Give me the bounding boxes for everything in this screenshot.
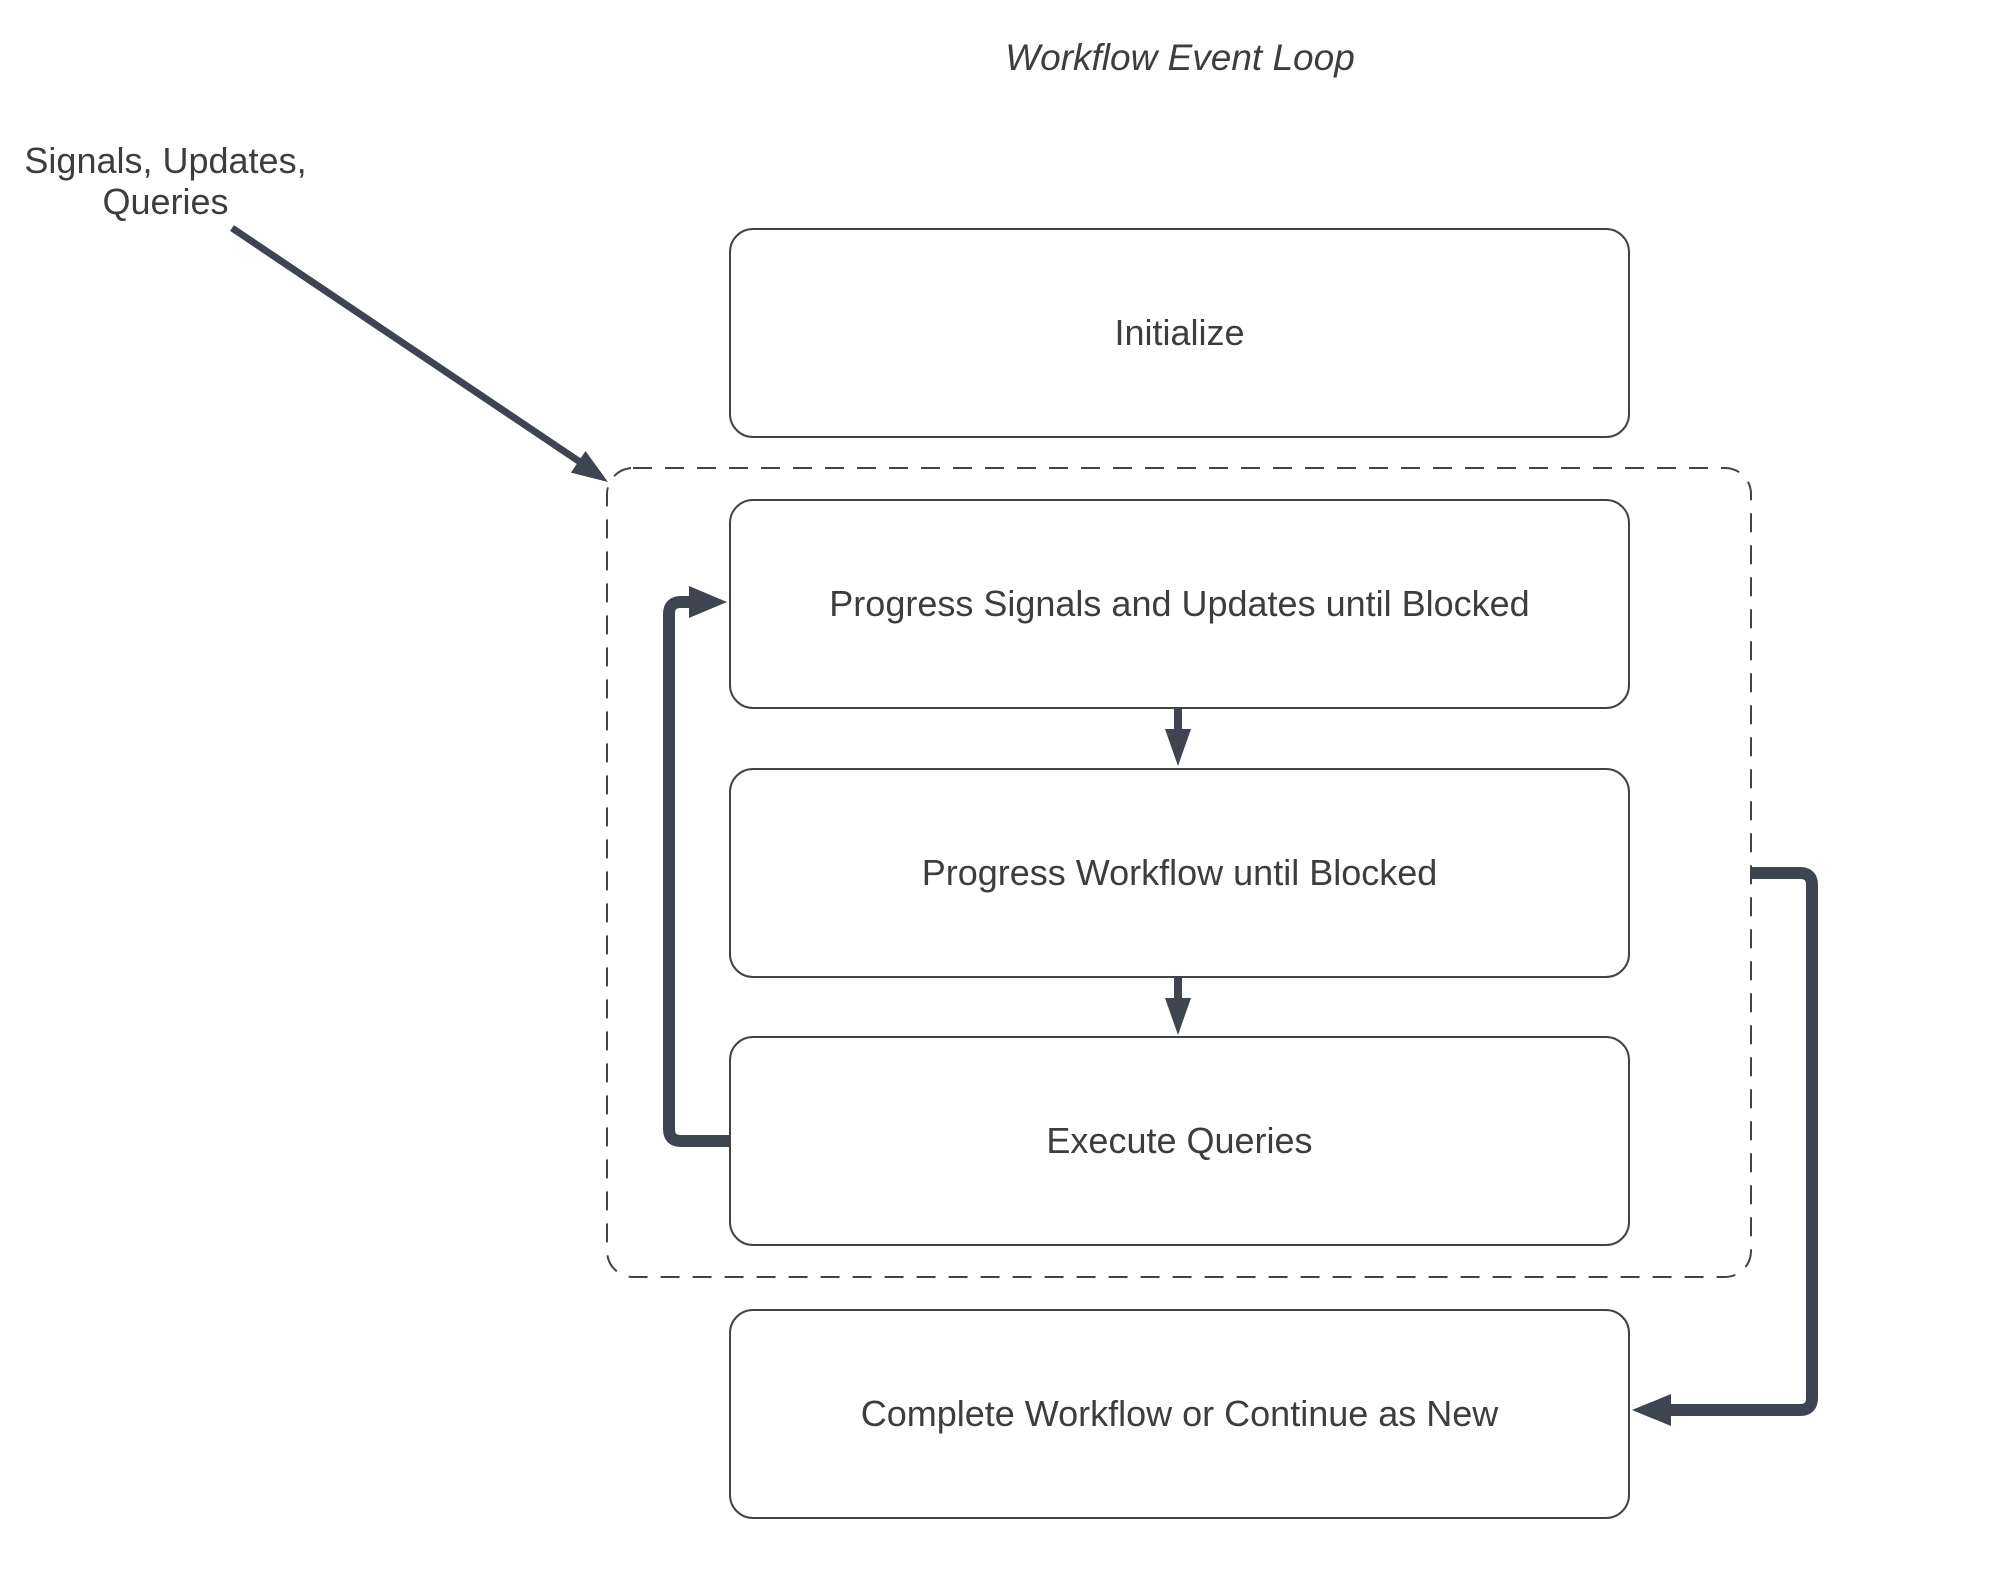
edge-signals-to-event-loop <box>230 225 608 482</box>
edge-progress-workflow-to-execute-queries <box>1165 978 1191 1035</box>
edge-progress-signals-to-progress-workflow <box>1165 709 1191 766</box>
arrowhead-icon <box>1632 1394 1671 1426</box>
edge-execute-queries-to-progress-signals <box>663 586 729 1147</box>
arrowhead-icon <box>1165 729 1191 766</box>
signals-updates-queries-annotation: Signals, Updates, Queries <box>18 140 313 222</box>
node-progress-workflow: Progress Workflow until Blocked <box>729 768 1630 978</box>
annotation-line-1: Signals, Updates, <box>24 140 307 181</box>
arrowhead-icon <box>689 586 727 618</box>
node-complete-label: Complete Workflow or Continue as New <box>860 1393 1499 1434</box>
node-progress-signals: Progress Signals and Updates until Block… <box>729 499 1630 709</box>
node-complete: Complete Workflow or Continue as New <box>729 1309 1630 1519</box>
node-execute-queries-label: Execute Queries <box>1046 1120 1313 1161</box>
node-execute-queries: Execute Queries <box>729 1036 1630 1246</box>
node-initialize-label: Initialize <box>1114 312 1245 353</box>
arrowhead-icon <box>1165 998 1191 1035</box>
edge-event-loop-to-complete <box>1632 867 1818 1426</box>
event-loop-group <box>606 467 1752 1278</box>
arrowhead-icon <box>570 451 608 482</box>
node-progress-signals-label: Progress Signals and Updates until Block… <box>829 583 1530 624</box>
node-progress-workflow-label: Progress Workflow until Blocked <box>921 852 1438 893</box>
diagram-title: Workflow Event Loop <box>1005 37 1355 78</box>
annotation-line-2: Queries <box>102 181 229 222</box>
node-initialize: Initialize <box>729 228 1630 438</box>
